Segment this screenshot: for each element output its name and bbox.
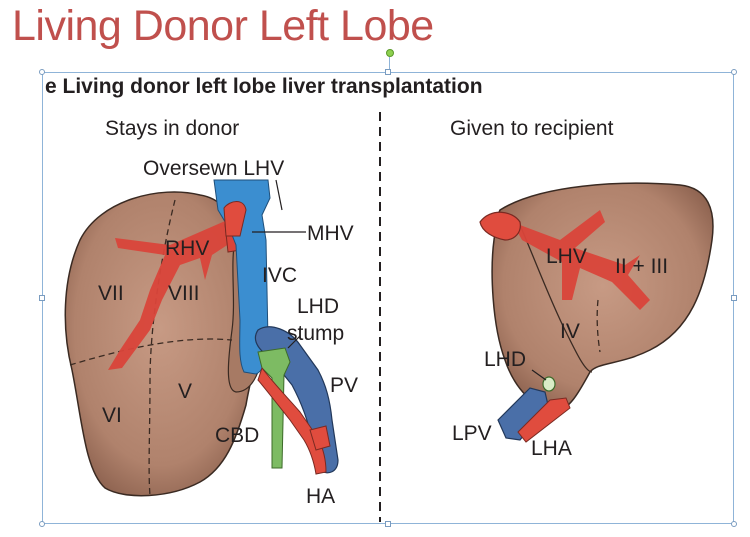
donor-liver <box>64 179 339 497</box>
resize-handle-top-left[interactable] <box>39 69 45 75</box>
graft-segment-divider <box>596 299 601 353</box>
graft-fissure <box>519 224 593 373</box>
label-stump: stump <box>287 322 344 345</box>
left-panel-title: Stays in donor <box>105 117 239 140</box>
resize-handle-bottom[interactable] <box>385 521 391 527</box>
label-pv: PV <box>330 374 358 397</box>
resize-handle-top[interactable] <box>385 69 391 75</box>
resize-handle-right[interactable] <box>731 295 737 301</box>
graft-lha <box>517 397 571 443</box>
label-mhv: MHV <box>307 222 354 245</box>
graft-lhv-branches <box>512 210 650 310</box>
label-graft-lpv: LPV <box>452 422 492 445</box>
resize-handle-bottom-left[interactable] <box>39 521 45 527</box>
leader-lhd-stump <box>287 335 301 349</box>
resize-handle-left[interactable] <box>39 295 45 301</box>
bile-duct-cbd <box>257 347 291 469</box>
resize-handle-bottom-right[interactable] <box>731 521 737 527</box>
hepatic-artery <box>257 366 327 475</box>
label-graft-iv: IV <box>560 320 580 343</box>
resize-handle-top-right[interactable] <box>731 69 737 75</box>
leader-graft-lhd <box>531 369 547 381</box>
label-graft-ii-iii: II + III <box>615 255 668 278</box>
rotation-handle[interactable] <box>386 49 394 57</box>
label-seg-viii: VIII <box>168 282 200 305</box>
figure-heading: e Living donor left lobe liver transplan… <box>45 75 483 98</box>
segment-divider-horizontal <box>69 338 233 366</box>
graft-lhv-orifice <box>479 211 521 241</box>
label-graft-lha: LHA <box>531 437 572 460</box>
graft-lhd-duct <box>542 376 556 392</box>
rhv-orifice <box>223 201 247 237</box>
label-seg-vi: VI <box>102 404 122 427</box>
ha-stump <box>309 425 331 451</box>
label-seg-vii: VII <box>98 282 124 305</box>
label-cbd: CBD <box>215 424 259 447</box>
slide-title[interactable]: Living Donor Left Lobe <box>12 2 434 50</box>
right-panel-title: Given to recipient <box>450 117 614 140</box>
label-ivc: IVC <box>262 264 297 287</box>
leader-oversewn-lhv <box>275 179 283 211</box>
label-graft-lhd: LHD <box>484 348 526 371</box>
rotation-handle-stem <box>389 57 390 72</box>
label-lhd: LHD <box>297 295 339 318</box>
label-oversewn-lhv: Oversewn LHV <box>143 157 284 180</box>
label-graft-lhv: LHV <box>546 245 587 268</box>
graft-liver <box>479 182 714 443</box>
label-seg-v: V <box>178 380 192 403</box>
label-ha: HA <box>306 485 335 508</box>
rhv-branches <box>108 218 238 370</box>
portal-vein <box>254 326 339 474</box>
label-rhv: RHV <box>165 237 209 260</box>
